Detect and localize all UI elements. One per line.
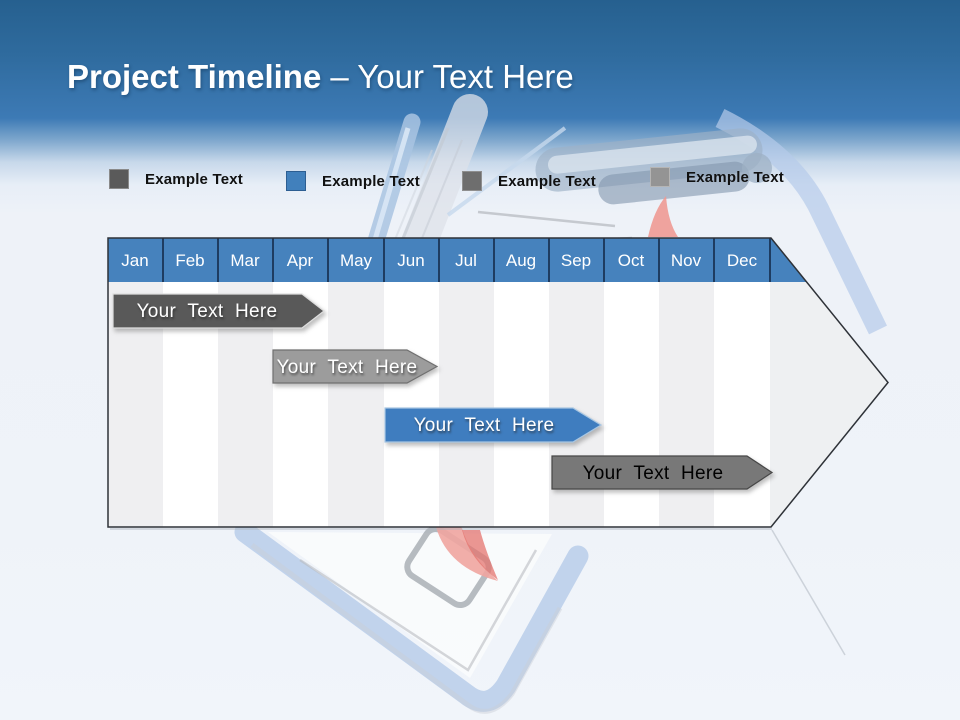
clipboard-clip-lower <box>598 161 750 205</box>
red-checkmark-bottom <box>436 523 498 581</box>
legend-swatch-3 <box>462 171 482 191</box>
clip-knob-icon <box>742 153 772 183</box>
header-divider <box>493 238 495 282</box>
header-divider <box>713 238 715 282</box>
header-divider <box>438 238 440 282</box>
task-bar-2-label[interactable]: Your Text Here <box>277 357 418 378</box>
column-stripe-sep <box>549 282 604 527</box>
month-label-nov[interactable]: Nov <box>671 251 702 270</box>
arrow-reflection-line <box>771 529 846 656</box>
header-divider <box>548 238 550 282</box>
task-bar-2[interactable]: Your Text Here <box>272 349 439 384</box>
red-checkmark-top <box>648 196 678 237</box>
task-bar-4-label[interactable]: Your Text Here <box>583 463 724 484</box>
month-header-dividers <box>162 238 771 282</box>
header-divider <box>769 238 771 282</box>
legend-swatch-1 <box>109 169 129 189</box>
column-stripe-jun <box>384 282 439 527</box>
month-label-aug[interactable]: Aug <box>506 251 536 270</box>
month-label-dec[interactable]: Dec <box>727 251 758 270</box>
month-label-apr[interactable]: Apr <box>287 251 314 270</box>
column-stripe-jul <box>439 282 494 527</box>
month-label-jun[interactable]: Jun <box>397 251 424 270</box>
timeline-arrow-outline <box>107 237 889 528</box>
legend-label-1: Example Text <box>145 170 243 188</box>
task-bar-1-label[interactable]: Your Text Here <box>137 301 278 322</box>
paper-edge-line <box>446 126 567 217</box>
legend-swatch-4 <box>650 167 670 187</box>
column-stripe-nov <box>659 282 714 527</box>
column-stripe-may <box>328 282 384 527</box>
task-bar-3-shape[interactable] <box>384 407 603 443</box>
slide-title[interactable]: Project Timeline– Your Text Here <box>67 57 927 97</box>
month-label-jul[interactable]: Jul <box>455 251 477 270</box>
legend-item-1[interactable]: Example Text <box>109 169 243 189</box>
header-divider <box>327 238 329 282</box>
paper-ruling-line <box>477 210 616 228</box>
header-divider <box>217 238 219 282</box>
header-divider <box>162 238 164 282</box>
month-labels: Jan Feb Mar Apr May Jun Jul Aug Sep Oct … <box>121 251 757 270</box>
clipboard-bottom-corner <box>234 521 589 712</box>
title-main: Project Timeline <box>67 58 322 95</box>
task-bar-1-shape[interactable] <box>112 293 325 329</box>
task-bar-2-shape[interactable] <box>272 349 439 384</box>
month-label-may[interactable]: May <box>340 251 373 270</box>
swatch-rect <box>109 169 129 189</box>
task-bar-1[interactable]: Your Text Here <box>112 293 325 329</box>
month-label-mar[interactable]: Mar <box>230 251 260 270</box>
month-label-jan[interactable]: Jan <box>121 251 148 270</box>
clipboard-clip-highlight <box>547 135 757 174</box>
month-label-feb[interactable]: Feb <box>175 251 204 270</box>
legend-label-3: Example Text <box>498 172 596 190</box>
month-header-band <box>108 238 807 282</box>
header-divider <box>383 238 385 282</box>
header-divider <box>272 238 274 282</box>
header-divider <box>658 238 660 282</box>
month-label-sep[interactable]: Sep <box>561 251 591 270</box>
clipboard-right-edge <box>715 109 887 335</box>
column-stripe-aug <box>494 282 549 527</box>
month-label-oct[interactable]: Oct <box>618 251 645 270</box>
header-divider <box>603 238 605 282</box>
red-checkmark-accent <box>462 530 498 580</box>
legend-label-2: Example Text <box>322 172 420 190</box>
legend-swatch-2 <box>286 171 306 191</box>
task-bar-4-shape[interactable] <box>551 455 774 490</box>
paper-corner-edge <box>299 549 538 672</box>
swatch-rect <box>286 171 306 191</box>
legend-item-4[interactable]: Example Text <box>650 167 784 187</box>
column-stripe-dec <box>714 282 770 527</box>
legend-item-2[interactable]: Example Text <box>286 171 420 191</box>
swatch-rect <box>462 171 482 191</box>
legend-label-4: Example Text <box>686 168 784 186</box>
column-stripe-oct <box>604 282 659 527</box>
swatch-rect <box>650 167 670 187</box>
task-bar-3-label[interactable]: Your Text Here <box>414 415 555 436</box>
clipboard-corner-shadow <box>250 542 563 714</box>
legend-item-3[interactable]: Example Text <box>462 171 596 191</box>
task-bar-3[interactable]: Your Text Here <box>384 407 603 443</box>
task-bar-4[interactable]: Your Text Here <box>551 455 774 490</box>
title-suffix: – Your Text Here <box>330 58 574 95</box>
